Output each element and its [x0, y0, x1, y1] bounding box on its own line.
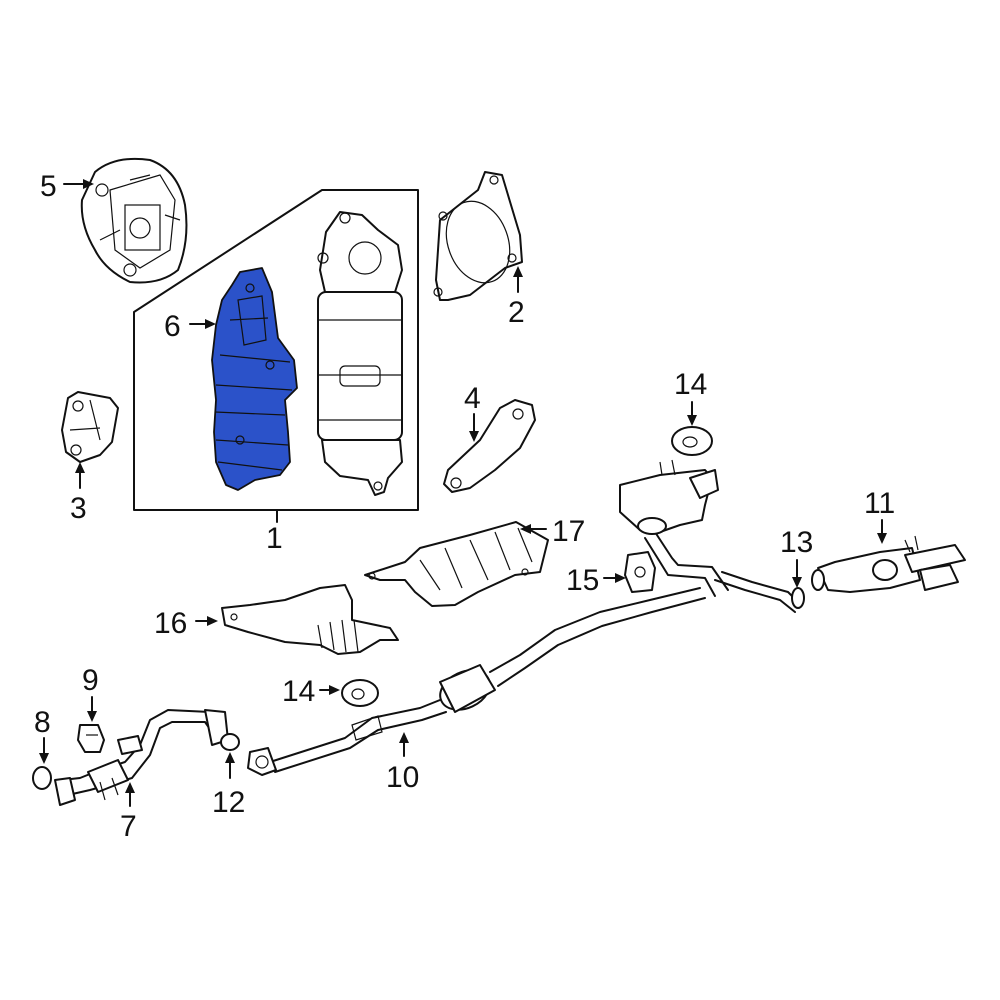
front-muffler-y-pipe[interactable]	[619, 459, 801, 613]
callout-6: 6	[164, 310, 181, 343]
leader-lines	[39, 179, 887, 807]
callout-3: 3	[70, 492, 87, 525]
catalytic-converter[interactable]	[317, 211, 403, 496]
part-7-front-pipe[interactable]	[54, 709, 229, 806]
callout-labels: 1 2 3 4 5 6 7 8 9 10 11 12 13 14 14 15 1…	[34, 170, 895, 843]
part-2-gasket[interactable]	[433, 171, 523, 301]
callout-13: 13	[780, 526, 813, 559]
callout-1: 1	[266, 522, 283, 555]
part-13-ring-gasket[interactable]	[791, 587, 805, 609]
part-11-rear-muffler[interactable]	[811, 535, 966, 593]
callout-10: 10	[386, 761, 419, 794]
part-5-engine-bracket[interactable]	[80, 157, 188, 284]
part-3-bracket[interactable]	[61, 391, 119, 463]
part-12-ring-gasket[interactable]	[220, 733, 240, 751]
callout-9: 9	[82, 664, 99, 697]
callout-14-upper: 14	[674, 368, 707, 401]
assembly-1-group-box	[133, 189, 419, 523]
callout-12: 12	[212, 786, 245, 819]
part-9-clip[interactable]	[77, 724, 105, 753]
callout-2: 2	[508, 296, 525, 329]
part-14-lower-isolator[interactable]	[341, 679, 379, 707]
callout-11: 11	[864, 487, 895, 520]
part-6-heat-shield-highlighted[interactable]	[211, 267, 298, 491]
callout-7: 7	[120, 810, 137, 843]
callout-8: 8	[34, 706, 51, 739]
part-16-heat-shield[interactable]	[221, 584, 399, 655]
part-10-center-pipe[interactable]	[247, 587, 706, 776]
part-15-hanger[interactable]	[624, 551, 656, 593]
callout-14-lower: 14	[282, 675, 315, 708]
callout-16: 16	[154, 607, 187, 640]
part-8-ring-gasket[interactable]	[32, 766, 52, 790]
callout-17: 17	[552, 515, 585, 548]
callout-5: 5	[40, 170, 57, 203]
callout-4: 4	[464, 382, 481, 415]
callout-15: 15	[566, 564, 599, 597]
part-17-heat-shield[interactable]	[364, 521, 549, 607]
part-4-bracket[interactable]	[443, 399, 536, 493]
part-14-upper-isolator[interactable]	[671, 426, 713, 456]
